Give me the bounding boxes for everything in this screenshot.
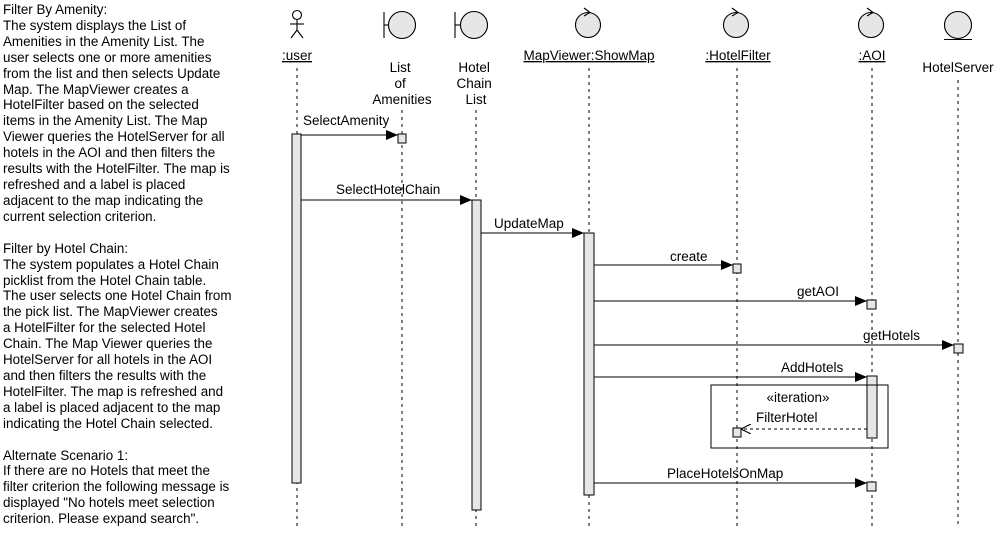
activation-bar-hotelserver [953, 343, 964, 354]
activation-bar-mapviewer [583, 232, 595, 496]
participant-label-hotelfilter: :HotelFilter [705, 48, 771, 63]
note-line: indicating the Hotel Chain selected. [3, 415, 213, 431]
note-line: user selects one or more amenities [3, 49, 212, 65]
control-icon [857, 7, 885, 39]
note-line: Map. The MapViewer creates a [3, 81, 189, 97]
iteration-label: «iteration» [766, 390, 829, 405]
note-line: If there are no Hotels that meet the [3, 463, 210, 479]
message-label-create: create [670, 249, 708, 264]
participant-label-hotel-chain-list: Hotel Chain List [456, 60, 495, 107]
note-line: filter criterion the following message i… [3, 479, 230, 495]
note-line: Amenities in the Amenity List. The [3, 33, 205, 49]
note-line: Viewer queries the HotelServer for all [3, 129, 225, 145]
note-line: HotelServer for all hotels in the AOI [3, 352, 213, 368]
note-line: a label is placed adjacent to the map [3, 399, 221, 415]
note-line: from the list and then selects Update [3, 65, 221, 81]
participant-label-aoi: :AOI [858, 48, 885, 63]
note-line: results with the HotelFilter. The map is [3, 161, 230, 177]
note-line: picklist from the Hotel Chain table. [3, 272, 207, 288]
note-line: current selection criterion. [3, 208, 157, 224]
note-line: items in the Amenity List. The Map [3, 113, 208, 129]
note-line: Alternate Scenario 1: [3, 447, 129, 463]
activation-bar-aoi-2 [866, 375, 878, 439]
note-line: HotelFilter based on the selected [3, 97, 199, 113]
note-line: criterion. Please expand search". [3, 511, 200, 527]
boundary-icon [383, 10, 417, 40]
message-label-get-hotels: getHotels [863, 328, 920, 343]
participant-label-mapviewer: MapViewer:ShowMap [523, 48, 654, 63]
note-line: hotels in the AOI and then filters the [3, 145, 216, 161]
activation-bar-hotelfilter-2 [732, 427, 742, 438]
participant-label-hotelserver: HotelServer [922, 60, 994, 75]
entity-icon [943, 10, 973, 41]
message-label-filter-hotel: FilterHotel [756, 410, 818, 425]
boundary-icon [454, 10, 489, 40]
message-label-get-aoi: getAOI [797, 284, 839, 299]
activation-bar-list-of-amenities [397, 133, 407, 144]
activation-bar-user [291, 133, 302, 484]
note-line: a HotelFilter for the selected Hotel [3, 320, 206, 336]
note-line: Filter by Hotel Chain: [3, 240, 129, 256]
note-line: Chain. The Map Viewer queries the [3, 336, 213, 352]
participant-label-line: List [465, 92, 486, 107]
note-line: HotelFilter. The map is refreshed and [3, 383, 224, 399]
participant-label-line: List [390, 60, 411, 75]
participant-label-line: Hotel [458, 60, 490, 75]
note-filter-by-amenity: Filter By Amenity: The system displays t… [3, 2, 271, 225]
note-alternate-scenario: Alternate Scenario 1: If there are no Ho… [3, 448, 271, 528]
scenario-notes: Filter By Amenity: The system displays t… [3, 2, 271, 543]
participant-label-user: :user [282, 48, 313, 63]
control-icon [574, 7, 602, 39]
note-line: adjacent to the map indicating the [3, 192, 204, 208]
note-line: refreshed and a label is placed [3, 176, 186, 192]
note-line: Filter By Amenity: [3, 2, 108, 17]
message-label-update-map: UpdateMap [494, 216, 564, 231]
iteration-fragment [710, 384, 889, 449]
note-filter-by-hotel-chain: Filter by Hotel Chain: The system popula… [3, 241, 271, 432]
note-line: The system displays the List of [3, 17, 187, 33]
message-label-place-hotels-on-map: PlaceHotelsOnMap [667, 466, 783, 481]
note-line: displayed "No hotels meet selection [3, 495, 215, 511]
participant-label-line: Chain [456, 76, 491, 91]
actor-icon [290, 9, 304, 39]
note-line: The system populates a Hotel Chain [3, 256, 219, 272]
activation-bar-aoi-3 [866, 481, 877, 492]
message-label-select-hotel-chain: SelectHotelChain [336, 182, 440, 197]
activation-bar-hotelfilter [732, 263, 742, 274]
participant-label-line: Amenities [372, 92, 432, 107]
participant-label-list-of-amenities: List of Amenities [372, 60, 432, 107]
participant-label-line: of [394, 76, 406, 91]
note-line: the pick list. The MapViewer creates [3, 304, 218, 320]
message-label-add-hotels: AddHotels [781, 360, 844, 375]
activation-bar-hotel-chain-list [471, 199, 482, 511]
activation-bar-aoi [866, 299, 877, 310]
message-label-select-amenity: SelectAmenity [303, 113, 390, 128]
control-icon [722, 7, 750, 39]
note-line: The user selects one Hotel Chain from [3, 288, 232, 304]
note-line: and then filters the results with the [3, 367, 207, 383]
